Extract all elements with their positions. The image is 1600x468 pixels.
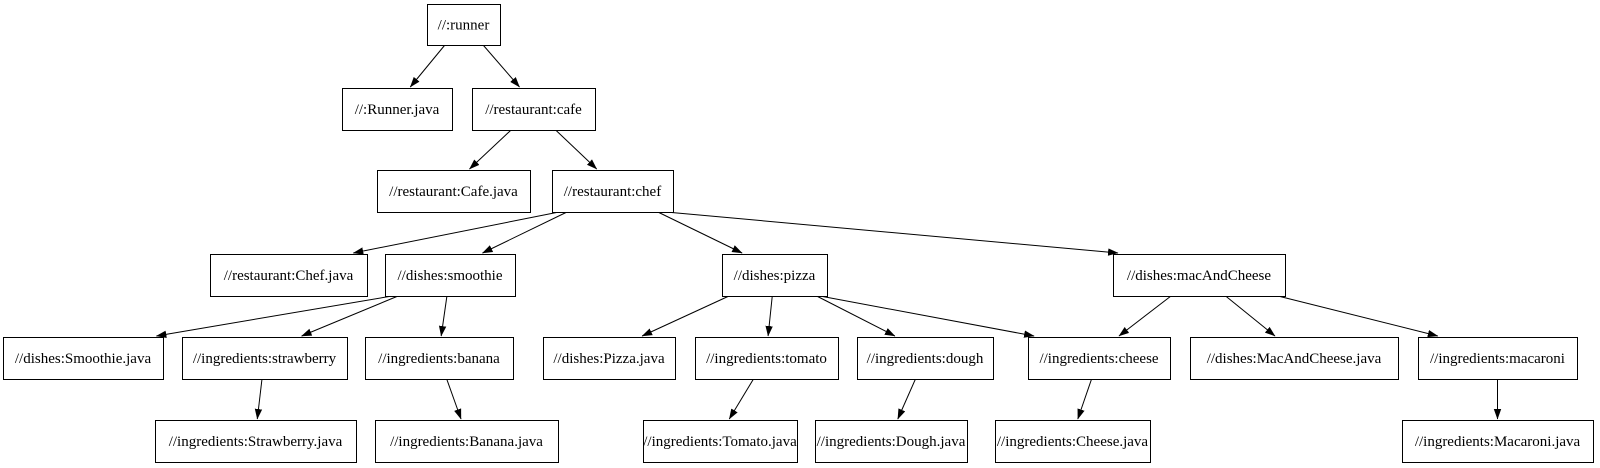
node-label-macaroni-java: //ingredients:Macaroni.java xyxy=(1415,434,1581,450)
edge-cheese-to-cheese-java xyxy=(1077,378,1093,420)
node-label-pizza-java: //dishes:Pizza.java xyxy=(553,351,665,367)
nodes-layer: //:runner //:Runner.java //restaurant:cafe… xyxy=(3,4,1594,463)
edge-smoothie-to-smoothie-java xyxy=(155,295,393,338)
node-box-strawberry-java xyxy=(155,420,357,463)
node-box-mac-and-cheese xyxy=(1113,254,1286,297)
node-box-chef-java xyxy=(210,254,368,297)
node-label-mac-and-cheese: //dishes:macAndCheese xyxy=(1127,268,1271,284)
node-label-banana: //ingredients:banana xyxy=(378,351,500,367)
node-label-cafe-java: //restaurant:Cafe.java xyxy=(389,184,518,200)
edge-chef-to-pizza xyxy=(657,211,743,254)
node-label-mac-and-cheese-java: //dishes:MacAndCheese.java xyxy=(1207,351,1382,367)
node-runner-java: //:Runner.java xyxy=(342,88,453,131)
node-pizza: //dishes:pizza xyxy=(722,254,828,297)
node-box-smoothie xyxy=(385,254,516,297)
node-label-cheese-java: //ingredients:Cheese.java xyxy=(997,434,1149,450)
node-box-pizza xyxy=(722,254,828,297)
node-box-cafe-java xyxy=(377,170,531,213)
edge-cafe-to-chef xyxy=(555,129,598,170)
node-box-dough-java xyxy=(815,420,968,463)
node-label-chef: //restaurant:chef xyxy=(564,184,661,200)
node-tomato: //ingredients:tomato xyxy=(695,337,839,380)
edge-runner-to-cafe xyxy=(482,44,520,88)
edge-cafe-to-cafe-java xyxy=(469,129,512,170)
edge-chef-to-chef-java xyxy=(352,211,560,255)
node-dough-java: //ingredients:Dough.java xyxy=(815,420,968,463)
node-cafe-java: //restaurant:Cafe.java xyxy=(377,170,531,213)
edge-runner-to-runner-java xyxy=(409,44,446,88)
edge-pizza-to-dough xyxy=(816,295,896,337)
edges-layer xyxy=(155,44,1502,420)
node-box-banana-java xyxy=(375,420,559,463)
node-cheese: //ingredients:cheese xyxy=(1028,337,1171,380)
node-label-tomato-java: //ingredients:Tomato.java xyxy=(643,434,797,450)
node-label-cheese: //ingredients:cheese xyxy=(1039,351,1158,367)
edge-banana-to-banana-java xyxy=(446,378,462,420)
node-banana-java: //ingredients:Banana.java xyxy=(375,420,559,463)
node-label-dough: //ingredients:dough xyxy=(867,351,984,367)
node-smoothie-java: //dishes:Smoothie.java xyxy=(3,337,164,380)
edge-pizza-to-pizza-java xyxy=(641,295,730,337)
node-box-dough xyxy=(857,337,994,380)
node-box-runner-java xyxy=(342,88,453,131)
edge-strawberry-to-strawberry-java xyxy=(254,378,263,420)
node-box-macaroni xyxy=(1418,337,1578,380)
edge-chef-to-mac-and-cheese xyxy=(665,211,1119,256)
node-box-runner xyxy=(427,4,501,46)
node-macaroni-java: //ingredients:Macaroni.java xyxy=(1402,420,1594,463)
node-box-cheese-java xyxy=(995,420,1151,463)
node-label-banana-java: //ingredients:Banana.java xyxy=(390,434,543,450)
node-box-cafe xyxy=(472,88,596,131)
node-mac-and-cheese-java: //dishes:MacAndCheese.java xyxy=(1190,337,1399,380)
node-label-cafe: //restaurant:cafe xyxy=(485,102,582,118)
node-runner: //:runner xyxy=(427,4,501,46)
edge-pizza-to-tomato xyxy=(765,295,773,337)
edge-smoothie-to-strawberry xyxy=(301,295,399,337)
edge-tomato-to-tomato-java xyxy=(728,378,754,420)
node-tomato-java: //ingredients:Tomato.java xyxy=(643,420,798,463)
node-label-pizza: //dishes:pizza xyxy=(734,268,816,284)
node-strawberry: //ingredients:strawberry xyxy=(182,337,348,380)
node-label-runner-java: //:Runner.java xyxy=(355,102,440,118)
node-cafe: //restaurant:cafe xyxy=(472,88,596,131)
edge-pizza-to-cheese xyxy=(819,295,1035,338)
node-box-pizza-java xyxy=(543,337,676,380)
edge-mac-and-cheese-to-macaroni xyxy=(1277,295,1439,338)
node-label-dough-java: //ingredients:Dough.java xyxy=(817,434,966,450)
node-box-tomato-java xyxy=(643,420,798,463)
node-label-strawberry: //ingredients:strawberry xyxy=(193,351,337,367)
node-macaroni: //ingredients:macaroni xyxy=(1418,337,1578,380)
node-label-strawberry-java: //ingredients:Strawberry.java xyxy=(169,434,343,450)
node-box-strawberry xyxy=(182,337,348,380)
node-label-runner: //:runner xyxy=(438,18,490,34)
node-box-tomato xyxy=(695,337,839,380)
node-box-banana xyxy=(365,337,514,380)
node-dough: //ingredients:dough xyxy=(857,337,994,380)
edge-chef-to-smoothie xyxy=(482,211,568,254)
node-label-smoothie-java: //dishes:Smoothie.java xyxy=(15,351,152,367)
node-label-tomato: //ingredients:tomato xyxy=(706,351,827,367)
node-mac-and-cheese: //dishes:macAndCheese xyxy=(1113,254,1286,297)
node-box-macaroni-java xyxy=(1402,420,1594,463)
node-smoothie: //dishes:smoothie xyxy=(385,254,516,297)
node-box-chef xyxy=(552,170,674,213)
edge-dough-to-dough-java xyxy=(897,378,916,420)
node-chef-java: //restaurant:Chef.java xyxy=(210,254,368,297)
edge-mac-and-cheese-to-cheese xyxy=(1118,295,1172,337)
edge-smoothie-to-banana xyxy=(438,295,448,337)
node-box-cheese xyxy=(1028,337,1171,380)
node-box-mac-and-cheese-java xyxy=(1190,337,1399,380)
node-box-smoothie-java xyxy=(3,337,164,380)
node-label-macaroni: //ingredients:macaroni xyxy=(1430,351,1565,367)
node-chef: //restaurant:chef xyxy=(552,170,674,213)
node-cheese-java: //ingredients:Cheese.java xyxy=(995,420,1151,463)
node-pizza-java: //dishes:Pizza.java xyxy=(543,337,676,380)
node-label-chef-java: //restaurant:Chef.java xyxy=(224,268,354,284)
node-label-smoothie: //dishes:smoothie xyxy=(398,268,503,284)
node-banana: //ingredients:banana xyxy=(365,337,514,380)
node-strawberry-java: //ingredients:Strawberry.java xyxy=(155,420,357,463)
edge-mac-and-cheese-to-mac-and-cheese-java xyxy=(1225,295,1276,337)
